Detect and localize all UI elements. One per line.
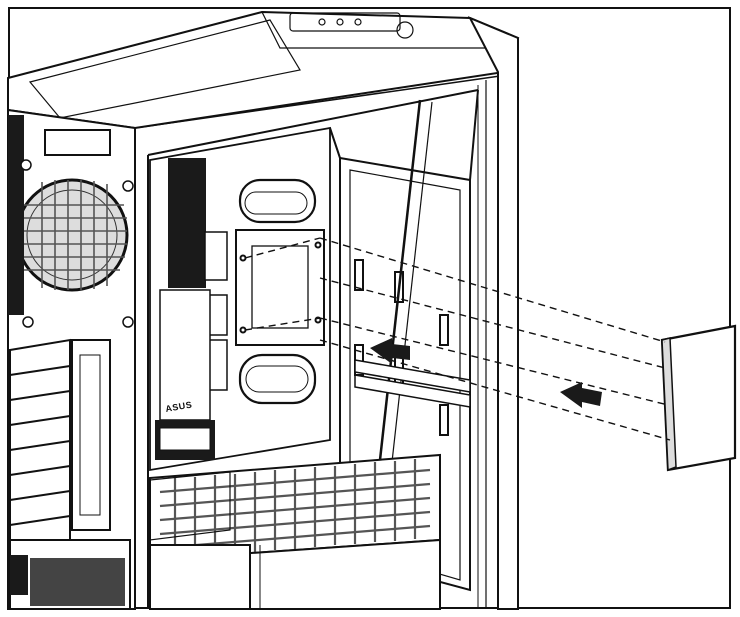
bottom-rear-mesh [9, 539, 131, 610]
psu-shroud [149, 538, 441, 610]
psu-fan-grille [15, 178, 129, 292]
case-top-panel [7, 10, 520, 130]
drive-rail [354, 359, 471, 408]
motherboard-components: ASUS [155, 158, 228, 460]
cable-cutouts [238, 178, 317, 405]
alignment-guide-lines [244, 237, 671, 441]
rear-edge-strip [8, 115, 24, 315]
board-logo: ASUS [165, 399, 193, 414]
frame-rivets [20, 159, 134, 328]
right-arrow-icon [560, 382, 602, 408]
rear-vent-slot [44, 129, 111, 156]
drive-bay-cage [329, 89, 479, 592]
ssd-drive [660, 324, 737, 472]
cpu-cutout [235, 229, 325, 346]
bottom-fan-mesh [149, 453, 441, 562]
expansion-slot-covers [9, 338, 111, 562]
left-arrow-icon [370, 338, 410, 364]
top-io-panel [289, 12, 414, 39]
front-bezel [467, 16, 519, 610]
case-interior-frame [134, 89, 479, 609]
